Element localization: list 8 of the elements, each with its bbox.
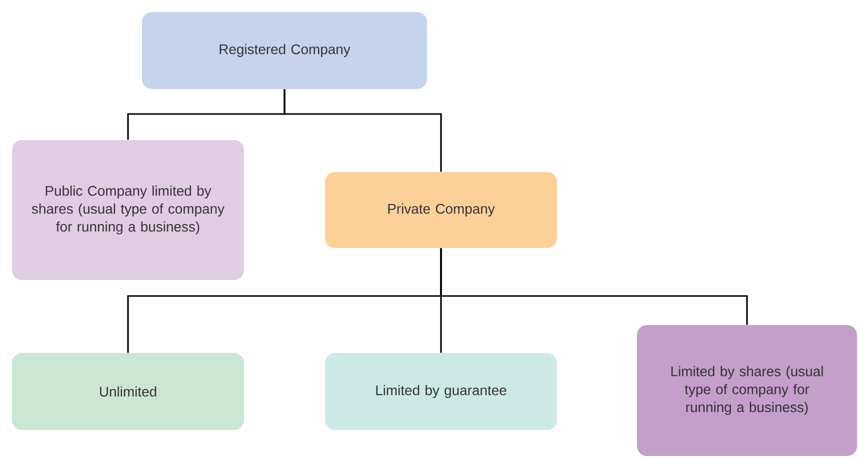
- company-box: Unlimited: [12, 353, 244, 430]
- company-box: Private Company: [325, 172, 557, 248]
- connector-line: [284, 89, 442, 172]
- company-box: Limited by shares (usual type of company for running a business): [637, 325, 857, 456]
- connector-line: [440, 248, 748, 325]
- company-box: Limited by guarantee: [325, 353, 557, 430]
- company-box: Registered Company: [142, 12, 427, 89]
- company-box: Public Company limited by shares (usual type of company for running a business): [12, 140, 244, 280]
